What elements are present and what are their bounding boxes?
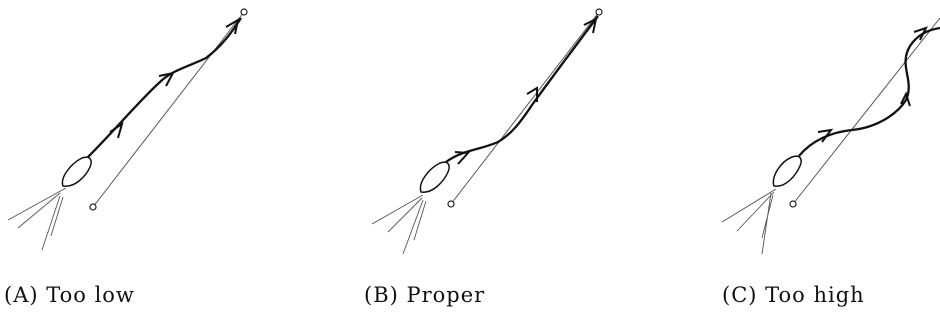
direction-arrow — [913, 26, 928, 41]
direction-arrow — [583, 17, 598, 34]
direction-arrow — [526, 86, 538, 102]
caption-too-high: (C) Too high — [722, 283, 865, 307]
target-marker — [240, 8, 248, 16]
wake-lines — [371, 194, 427, 255]
caption-proper: (B) Proper — [364, 283, 486, 307]
caption-too-low: (A) Too low — [4, 283, 135, 307]
direction-arrow — [225, 17, 240, 35]
wake-lines — [721, 188, 777, 255]
direction-arrow — [900, 91, 911, 107]
panel-c-too-high — [721, 17, 940, 255]
boat-hull — [772, 155, 802, 187]
start-marker — [789, 200, 797, 208]
direction-arrow — [817, 128, 834, 143]
boat-hull — [61, 156, 92, 187]
course-path — [445, 15, 599, 163]
direction-arrow — [454, 151, 471, 165]
panel-a-too-low — [7, 8, 248, 251]
wake-lines — [7, 187, 67, 251]
start-marker — [447, 200, 455, 208]
reference-line — [92, 11, 245, 208]
boat-hull — [419, 161, 450, 193]
panel-b-proper — [371, 8, 603, 255]
direction-arrow — [109, 121, 124, 139]
reference-line — [450, 11, 600, 205]
direction-arrow — [158, 71, 175, 87]
target-marker — [595, 8, 603, 16]
course-path — [87, 17, 242, 158]
course-path — [798, 26, 940, 157]
start-marker — [89, 203, 97, 211]
reference-line — [792, 17, 940, 205]
